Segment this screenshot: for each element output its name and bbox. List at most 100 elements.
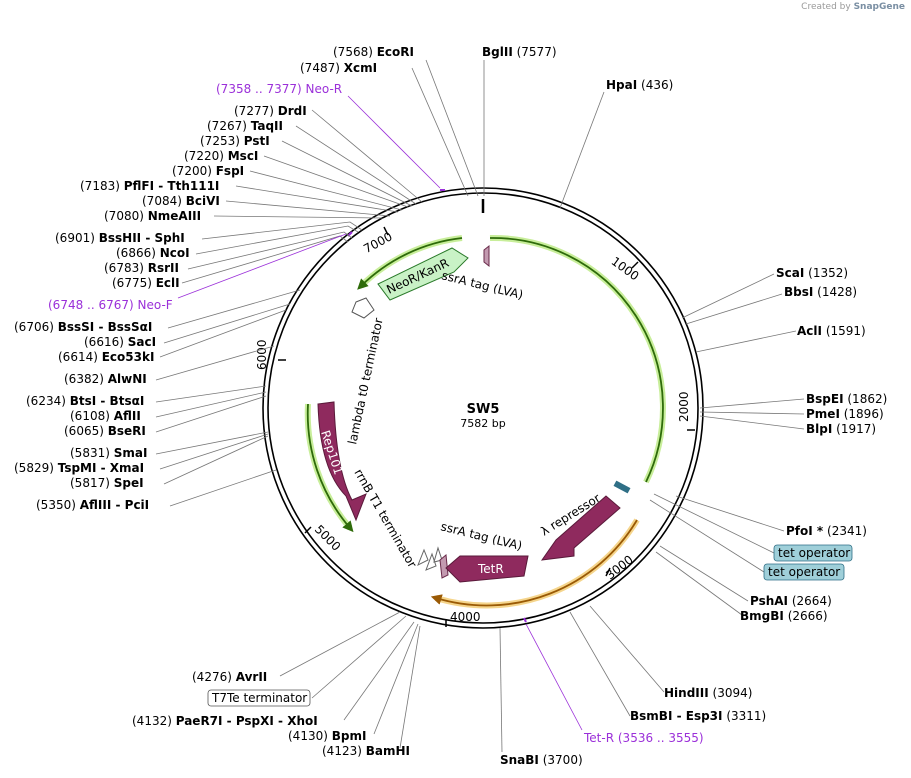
enzyme-name: XcmI bbox=[344, 61, 377, 75]
enzyme-position: (6901) bbox=[55, 231, 95, 245]
enzyme-label: BspEI (1862) bbox=[806, 392, 887, 406]
enzyme-name: EcoRI bbox=[377, 45, 414, 59]
tet-operator-box-2 bbox=[763, 563, 845, 581]
enzyme-label: (6616) SacI bbox=[84, 335, 156, 349]
enzyme-label: (7084) BciVI bbox=[142, 194, 220, 208]
enzyme-position: (6775) bbox=[112, 276, 152, 290]
enzyme-position: (1862) bbox=[847, 392, 887, 406]
enzyme-label: (7568) EcoRI bbox=[333, 45, 414, 59]
leader-line bbox=[653, 493, 775, 554]
enzyme-position: (436) bbox=[641, 78, 673, 92]
enzyme-name: PaeR7I - PspXI - XhoI bbox=[176, 714, 318, 728]
enzyme-label: (6614) Eco53kI bbox=[58, 350, 154, 364]
enzyme-name: BtsI - BtsαI bbox=[70, 394, 145, 408]
enzyme-position: (1428) bbox=[817, 285, 857, 299]
primer-labels: (7358 .. 7377) Neo-R (6748 .. 6767) Neo-… bbox=[48, 82, 704, 745]
enzyme-position: (1352) bbox=[808, 266, 848, 280]
enzyme-position: (3094) bbox=[713, 686, 753, 700]
enzyme-position: (1917) bbox=[836, 422, 876, 436]
enzyme-label: BmgBI (2666) bbox=[740, 609, 828, 623]
enzyme-position: (6706) bbox=[14, 320, 54, 334]
rrnb-terminator-icons bbox=[417, 546, 449, 579]
enzyme-label: (4130) BpmI bbox=[288, 729, 366, 743]
enzyme-name: BciVI bbox=[186, 194, 220, 208]
enzyme-name: SmaI bbox=[114, 446, 148, 460]
primer-label: (6748 .. 6767) Neo-F bbox=[48, 298, 173, 312]
tet-operator-label-1: tet operator bbox=[778, 546, 850, 560]
enzyme-position: (6108) bbox=[70, 409, 110, 423]
leader-line bbox=[155, 345, 275, 381]
leader-line bbox=[655, 551, 743, 616]
leader-line bbox=[311, 615, 407, 699]
tick-3000 bbox=[605, 567, 611, 577]
enzyme-position: (1591) bbox=[826, 324, 866, 338]
t7te-terminator-box bbox=[207, 689, 311, 707]
enzyme-label: AclI (1591) bbox=[797, 324, 866, 338]
enzyme-position: (7277) bbox=[234, 104, 274, 118]
enzyme-label: PshAI (2664) bbox=[750, 594, 832, 608]
enzyme-label: HindIII (3094) bbox=[664, 686, 752, 700]
primer-label: Tet-R (3536 .. 3555) bbox=[583, 731, 704, 745]
neor-kanr-feature bbox=[377, 247, 469, 301]
enzyme-label: (7183) PflFI - Tth111I bbox=[80, 179, 219, 193]
enzyme-label: (6775) EclI bbox=[112, 276, 180, 290]
leader-line bbox=[225, 200, 391, 217]
enzyme-name: BlpI bbox=[806, 422, 832, 436]
enzyme-name: BmgBI bbox=[740, 609, 784, 623]
leader-line bbox=[263, 155, 409, 208]
enzyme-label: (4276) AvrII bbox=[192, 670, 267, 684]
tick-label-4000: 4000 bbox=[450, 610, 481, 624]
enzyme-name: Eco53kI bbox=[102, 350, 155, 364]
enzyme-position: (7577) bbox=[517, 45, 557, 59]
enzyme-name: AflIII - PciI bbox=[80, 498, 149, 512]
enzyme-label: PfoI * (2341) bbox=[786, 524, 867, 538]
enzyme-name: BseRI bbox=[108, 424, 146, 438]
neo-f-leader bbox=[177, 233, 347, 299]
enzyme-name: BsmBI - Esp3I bbox=[630, 709, 722, 723]
enzyme-position: (5350) bbox=[36, 498, 76, 512]
leader-line bbox=[373, 623, 419, 735]
enzyme-label: BlpI (1917) bbox=[806, 422, 876, 436]
enzyme-label: (5817) SpeI bbox=[70, 476, 144, 490]
tet-operator-box-1 bbox=[773, 544, 853, 562]
leader-line bbox=[343, 621, 415, 721]
enzyme-name: DrdI bbox=[278, 104, 307, 118]
tick-1000 bbox=[631, 261, 639, 269]
enzyme-name: PflFI - Tth111I bbox=[124, 179, 220, 193]
orf-top bbox=[357, 237, 463, 290]
enzyme-position: (7568) bbox=[333, 45, 373, 59]
leader-line bbox=[589, 605, 665, 693]
enzyme-position: (6234) bbox=[26, 394, 66, 408]
enzyme-position: (7080) bbox=[104, 209, 144, 223]
primer-name: Neo-R bbox=[306, 82, 343, 96]
rep101-feature bbox=[317, 401, 367, 522]
enzyme-position: (4276) bbox=[192, 670, 232, 684]
enzyme-label: (5350) AflIII - PciI bbox=[36, 498, 149, 512]
orf-arcs bbox=[304, 234, 666, 609]
enzyme-label: (6234) BtsI - BtsαI bbox=[26, 394, 144, 408]
enzyme-label: (7277) DrdI bbox=[234, 104, 307, 118]
enzyme-label: (4123) BamHI bbox=[322, 744, 410, 758]
leader-line bbox=[699, 398, 805, 409]
enzyme-label: (6706) BssSI - BssSαI bbox=[14, 320, 152, 334]
enzyme-label: (7080) NmeAIII bbox=[104, 209, 201, 223]
enzyme-position: (2664) bbox=[792, 594, 832, 608]
enzyme-name: PmeI bbox=[806, 407, 840, 421]
enzyme-position: (3311) bbox=[726, 709, 766, 723]
enzyme-label: BglII (7577) bbox=[482, 45, 557, 59]
tet-operator-mark bbox=[613, 480, 631, 494]
primer-leader-lines bbox=[177, 95, 583, 731]
leader-line bbox=[425, 59, 479, 197]
leader-line bbox=[569, 611, 631, 717]
enzyme-label: (5829) TspMI - XmaI bbox=[14, 461, 144, 475]
backbone-inner-ring bbox=[267, 192, 699, 624]
ssra-tag-top-label: ssrA tag (LVA) bbox=[440, 268, 524, 302]
enzyme-position: (7253) bbox=[200, 134, 240, 148]
leader-line bbox=[295, 125, 417, 205]
terminator-icon-1 bbox=[417, 548, 429, 567]
leader-line bbox=[249, 170, 403, 211]
enzyme-position: (2341) bbox=[827, 524, 867, 538]
enzyme-label: (6783) RsrII bbox=[104, 261, 179, 275]
rep101-label: Rep101 bbox=[318, 429, 345, 477]
enzyme-name: AflII bbox=[114, 409, 141, 423]
